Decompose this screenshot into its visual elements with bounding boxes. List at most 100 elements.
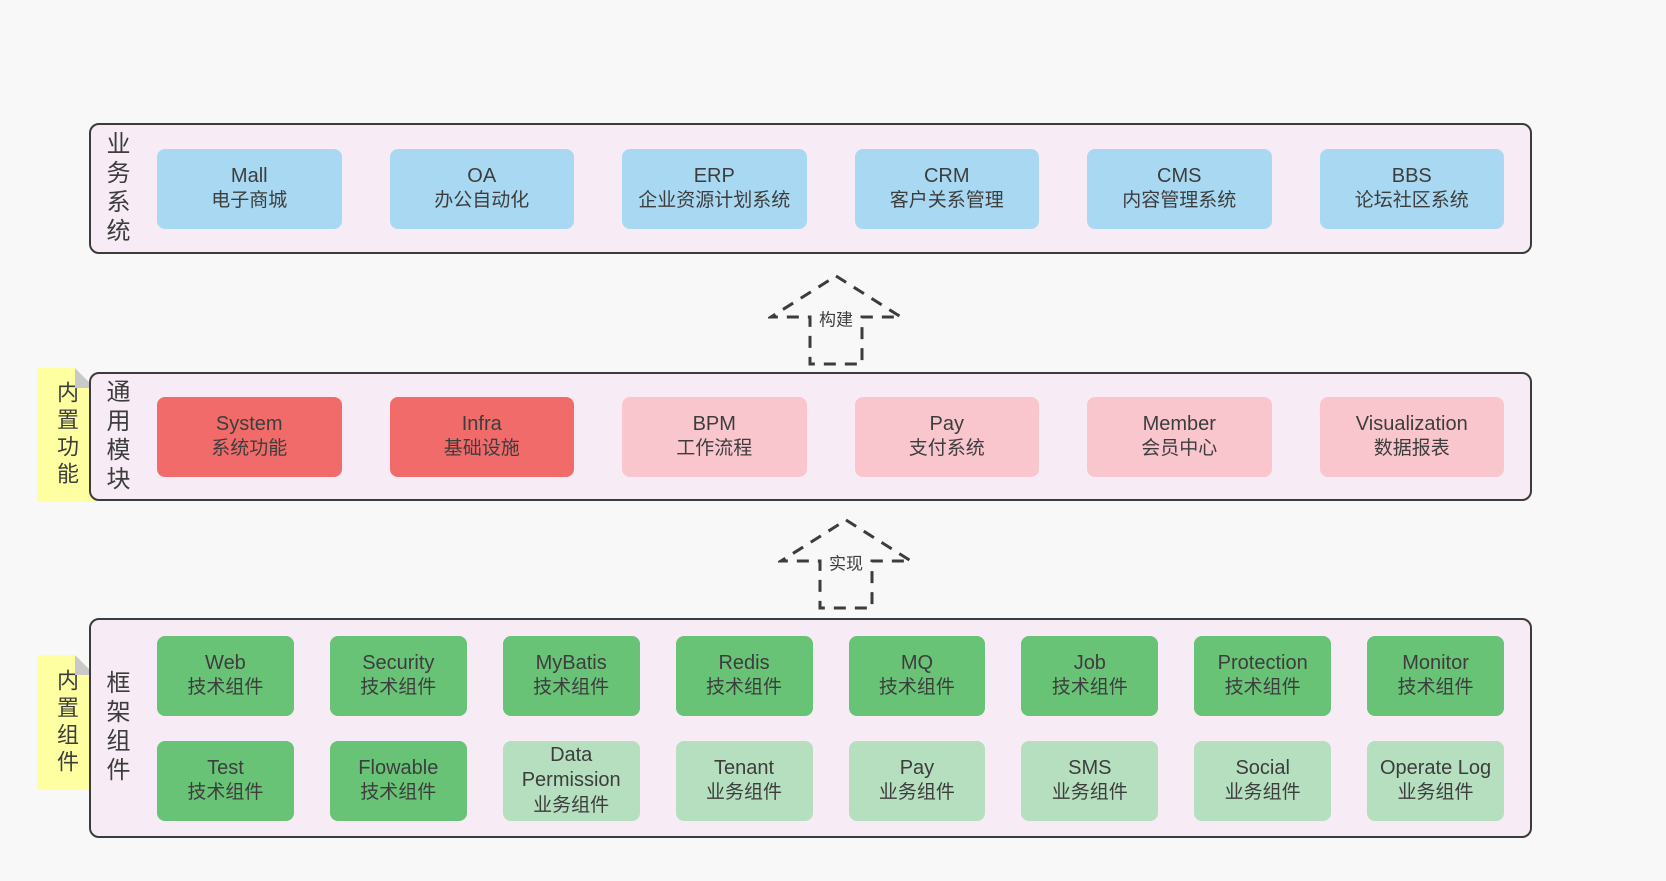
business-systems-band: 业务系统 Mall 电子商城 OA 办公自动化 ERP 企业资源计划系统 CRM… <box>89 123 1532 254</box>
box-title: Data Permission <box>521 743 621 792</box>
box-oa: OA 办公自动化 <box>389 148 574 229</box>
box-erp: ERP 企业资源计划系统 <box>622 148 807 229</box>
sticky-label: 内置组件 <box>54 668 79 777</box>
band-label-modules: 通用模块 <box>102 378 129 495</box>
box-subtitle: 技术组件 <box>1051 677 1128 699</box>
box-title: System <box>215 412 283 435</box>
box-subtitle: 技术组件 <box>878 677 955 699</box>
box-subtitle: 基础设施 <box>443 438 520 460</box>
box-subtitle: 业务组件 <box>533 794 610 816</box>
box-redis: Redis 技术组件 <box>675 635 813 716</box>
box-title: Pay <box>899 756 935 779</box>
box-subtitle: 业务组件 <box>706 782 783 804</box>
box-title: MQ <box>900 651 934 674</box>
box-social: Social 业务组件 <box>1194 740 1332 821</box>
box-title: Operate Log <box>1379 756 1492 779</box>
box-sms: SMS 业务组件 <box>1021 740 1159 821</box>
box-tenant: Tenant 业务组件 <box>675 740 813 821</box>
box-title: Flowable <box>358 756 439 779</box>
box-title: Social <box>1235 756 1290 779</box>
box-subtitle: 技术组件 <box>1224 677 1301 699</box>
box-mq: MQ 技术组件 <box>848 635 986 716</box>
box-subtitle: 企业资源计划系统 <box>638 190 791 212</box>
box-subtitle: 客户关系管理 <box>889 190 1004 212</box>
box-monitor: Monitor 技术组件 <box>1367 635 1504 716</box>
dashed-up-arrow-icon <box>768 274 904 366</box>
box-title: BPM <box>692 412 736 435</box>
box-subtitle: 电子商城 <box>211 190 288 212</box>
box-title: Test <box>207 756 244 779</box>
box-title: Web <box>205 651 246 674</box>
box-pay-biz: Pay 业务组件 <box>848 740 986 821</box>
box-subtitle: 论坛社区系统 <box>1354 190 1469 212</box>
arrow-implement-label: 实现 <box>826 548 866 576</box>
box-system: System 系统功能 <box>157 396 342 477</box>
box-title: Visualization <box>1355 412 1468 435</box>
framework-row-biz: Test 技术组件 Flowable 技术组件 Data Permission … <box>157 740 1504 821</box>
box-title: CRM <box>923 164 970 187</box>
box-pay: Pay 支付系统 <box>854 396 1039 477</box>
box-title: ERP <box>693 164 735 187</box>
box-mall: Mall 电子商城 <box>157 148 342 229</box>
common-modules-band: 通用模块 System 系统功能 Infra 基础设施 BPM 工作流程 Pay… <box>89 372 1532 501</box>
box-subtitle: 办公自动化 <box>434 190 530 212</box>
box-test: Test 技术组件 <box>157 740 294 821</box>
box-subtitle: 系统功能 <box>211 438 288 460</box>
sticky-built-in-features: 内置功能 <box>37 368 95 502</box>
band-label-framework: 框架组件 <box>102 670 129 786</box>
box-subtitle: 业务组件 <box>1224 782 1301 804</box>
box-title: CMS <box>1157 164 1202 187</box>
box-flowable: Flowable 技术组件 <box>329 740 467 821</box>
sticky-label: 内置功能 <box>54 381 79 489</box>
box-title: Redis <box>718 651 770 674</box>
box-member: Member 会员中心 <box>1087 396 1272 477</box>
business-boxes: Mall 电子商城 OA 办公自动化 ERP 企业资源计划系统 CRM 客户关系… <box>157 148 1504 229</box>
box-bpm: BPM 工作流程 <box>622 396 807 477</box>
box-bbs: BBS 论坛社区系统 <box>1319 148 1504 229</box>
box-subtitle: 内容管理系统 <box>1122 190 1237 212</box>
box-subtitle: 技术组件 <box>187 782 264 804</box>
arrow-implement: 实现 <box>778 516 914 612</box>
box-title: Tenant <box>714 756 775 779</box>
box-title: MyBatis <box>535 651 607 674</box>
box-subtitle: 技术组件 <box>360 782 437 804</box>
box-data-permission: Data Permission 业务组件 <box>502 740 640 821</box>
box-subtitle: 会员中心 <box>1141 438 1218 460</box>
box-crm: CRM 客户关系管理 <box>854 148 1039 229</box>
box-title: Mall <box>230 164 268 187</box>
box-mybatis: MyBatis 技术组件 <box>502 635 640 716</box>
box-visualization: Visualization 数据报表 <box>1319 396 1504 477</box>
framework-rows: Web 技术组件 Security 技术组件 MyBatis 技术组件 Redi… <box>157 635 1504 821</box>
box-title: Job <box>1073 651 1106 674</box>
box-title: Protection <box>1217 651 1308 674</box>
box-subtitle: 技术组件 <box>533 677 610 699</box>
box-subtitle: 技术组件 <box>360 677 437 699</box>
box-title: Infra <box>461 412 502 435</box>
arrow-build: 构建 <box>768 272 904 368</box>
box-security: Security 技术组件 <box>329 635 467 716</box>
box-job: Job 技术组件 <box>1021 635 1159 716</box>
box-subtitle: 技术组件 <box>706 677 783 699</box>
framework-row-tech: Web 技术组件 Security 技术组件 MyBatis 技术组件 Redi… <box>157 635 1504 716</box>
box-web: Web 技术组件 <box>157 635 294 716</box>
box-subtitle: 工作流程 <box>676 438 753 460</box>
box-operate-log: Operate Log 业务组件 <box>1367 740 1504 821</box>
framework-components-band: 框架组件 Web 技术组件 Security 技术组件 MyBatis 技术组件… <box>89 618 1532 838</box>
band-label-business: 业务系统 <box>102 130 129 247</box>
box-subtitle: 技术组件 <box>187 677 264 699</box>
box-subtitle: 技术组件 <box>1397 677 1474 699</box>
box-subtitle: 数据报表 <box>1373 438 1450 460</box>
box-cms: CMS 内容管理系统 <box>1087 148 1272 229</box>
box-subtitle: 业务组件 <box>1051 782 1128 804</box>
box-title: SMS <box>1068 756 1112 779</box>
box-subtitle: 业务组件 <box>1397 782 1474 804</box>
box-title: Pay <box>929 412 964 435</box>
box-title: BBS <box>1391 164 1432 187</box>
box-title: OA <box>467 164 497 187</box>
arrow-build-label: 构建 <box>816 304 856 332</box>
box-infra: Infra 基础设施 <box>389 396 574 477</box>
sticky-built-in-components: 内置组件 <box>37 655 95 790</box>
box-protection: Protection 技术组件 <box>1194 635 1332 716</box>
dashed-up-arrow-icon <box>778 518 914 610</box>
box-subtitle: 业务组件 <box>878 782 955 804</box>
